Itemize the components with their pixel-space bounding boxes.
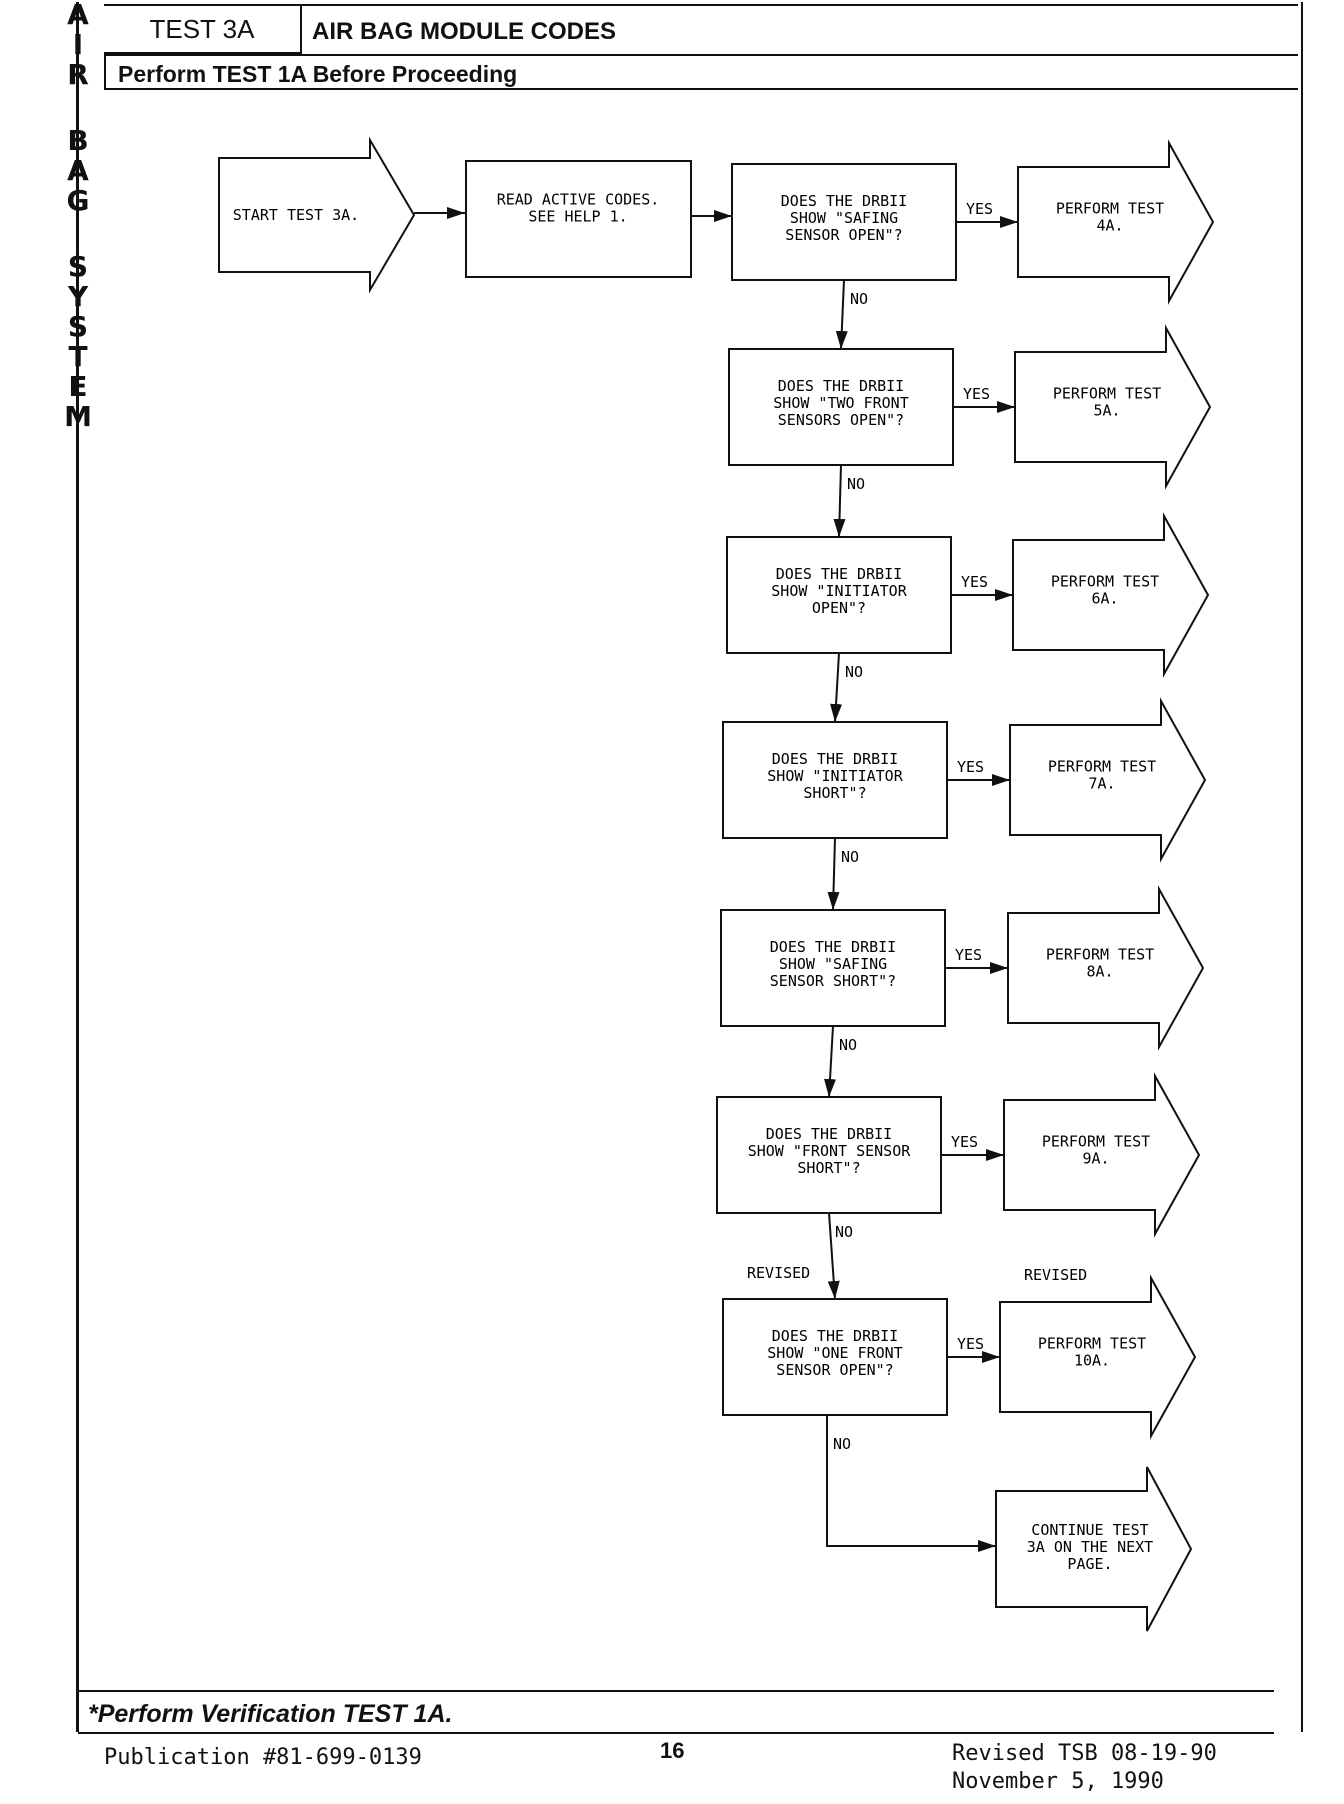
result-arrow	[1012, 512, 1210, 678]
decision-text: DOES THE DRBII	[772, 750, 898, 768]
header-subtitle: Perform TEST 1A Before Proceeding	[104, 54, 1298, 90]
decision-text: DOES THE DRBII	[766, 1125, 892, 1143]
no-label: NO	[835, 1223, 853, 1241]
decision-text: SHOW "SAFING	[790, 209, 898, 227]
no-connector	[827, 1212, 840, 1300]
decision-text: SHORT"?	[797, 1159, 860, 1177]
result-text: 10A.	[1074, 1352, 1110, 1370]
no-label: NO	[833, 1435, 851, 1453]
continue-text: CONTINUE TEST	[1031, 1521, 1148, 1539]
result-arrow	[1017, 139, 1215, 305]
revised-tsb: Revised TSB 08-19-90	[952, 1741, 1217, 1766]
revised-label: REVISED	[1024, 1266, 1087, 1284]
no-connector	[833, 464, 846, 538]
result-arrow	[999, 1274, 1197, 1440]
revision-info: Revised TSB 08-19-90 November 5, 1990	[952, 1740, 1217, 1796]
no-label: NO	[850, 290, 868, 308]
yes-label: YES	[966, 200, 993, 218]
decision-text: SENSOR OPEN"?	[785, 226, 902, 244]
result-arrow	[1007, 885, 1205, 1051]
result-text: PERFORM TEST	[1038, 1335, 1146, 1353]
decision-text: SENSORS OPEN"?	[778, 411, 904, 429]
start-arrow	[218, 136, 416, 294]
decision-text: SENSOR SHORT"?	[770, 972, 896, 990]
no-label: NO	[847, 475, 865, 493]
decision-text: DOES THE DRBII	[776, 565, 902, 583]
result-text: 5A.	[1093, 402, 1120, 420]
revised-label: REVISED	[747, 1264, 810, 1282]
result-text: 6A.	[1091, 590, 1118, 608]
result-text: 7A.	[1088, 775, 1115, 793]
result-arrow	[1014, 324, 1212, 490]
decision-box	[722, 1298, 948, 1416]
no-connector	[830, 652, 843, 723]
start-text: START TEST 3A.	[233, 206, 359, 224]
yes-label: YES	[963, 385, 990, 403]
yes-label: YES	[955, 946, 982, 964]
decision-text: SHOW "INITIATOR	[771, 582, 907, 600]
result-text: PERFORM TEST	[1051, 573, 1159, 591]
continue-arrow	[995, 1466, 1193, 1632]
page-frame	[76, 2, 1303, 1732]
publication-number: Publication #81-699-0139	[104, 1745, 422, 1770]
decision-text: DOES THE DRBII	[770, 938, 896, 956]
decision-text: SHOW "TWO FRONT	[773, 394, 908, 412]
result-text: 9A.	[1082, 1150, 1109, 1168]
decision-text: OPEN"?	[812, 599, 866, 617]
result-text: 8A.	[1086, 963, 1113, 981]
no-connector	[826, 1415, 996, 1552]
no-label: NO	[841, 848, 859, 866]
revision-date: November 5, 1990	[952, 1769, 1164, 1794]
yes-label: YES	[957, 758, 984, 776]
header-border	[104, 4, 1298, 58]
continue-text: 3A ON THE NEXT	[1027, 1538, 1153, 1556]
no-connector	[824, 1025, 837, 1098]
no-label: NO	[845, 663, 863, 681]
read-codes-text: SEE HELP 1.	[528, 208, 627, 226]
page-number: 16	[660, 1738, 685, 1763]
test-label: TEST 3A	[104, 6, 302, 54]
verification-note: *Perform Verification TEST 1A.	[78, 1690, 1274, 1734]
decision-text: SHORT"?	[803, 784, 866, 802]
no-connector	[827, 837, 840, 911]
result-text: PERFORM TEST	[1053, 385, 1161, 403]
decision-text: SHOW "FRONT SENSOR	[748, 1142, 912, 1160]
no-label: NO	[839, 1036, 857, 1054]
yes-label: YES	[957, 1335, 984, 1353]
read-codes-text: READ ACTIVE CODES.	[497, 191, 660, 209]
header-title: AIR BAG MODULE CODES	[312, 18, 617, 45]
result-text: PERFORM TEST	[1056, 200, 1164, 218]
decision-text: DOES THE DRBII	[772, 1327, 898, 1345]
result-text: PERFORM TEST	[1042, 1133, 1150, 1151]
decision-text: SHOW "INITIATOR	[767, 767, 903, 785]
decision-box	[728, 348, 954, 466]
result-arrow	[1003, 1072, 1201, 1238]
result-text: PERFORM TEST	[1046, 946, 1154, 964]
decision-text: SHOW "SAFING	[779, 955, 887, 973]
yes-label: YES	[951, 1133, 978, 1151]
read-codes-box	[465, 160, 692, 278]
decision-text: SENSOR OPEN"?	[776, 1361, 893, 1379]
continue-text: PAGE.	[1067, 1555, 1112, 1573]
result-text: 4A.	[1096, 217, 1123, 235]
result-text: PERFORM TEST	[1048, 758, 1156, 776]
flowchart: START TEST 3A. READ ACTIVE CODES.SEE HELP…	[218, 136, 1215, 1632]
result-arrow	[1009, 697, 1207, 863]
yes-label: YES	[961, 573, 988, 591]
no-connector	[835, 279, 848, 350]
decision-text: DOES THE DRBII	[781, 192, 907, 210]
decision-text: DOES THE DRBII	[778, 377, 904, 395]
decision-text: SHOW "ONE FRONT	[767, 1344, 902, 1362]
